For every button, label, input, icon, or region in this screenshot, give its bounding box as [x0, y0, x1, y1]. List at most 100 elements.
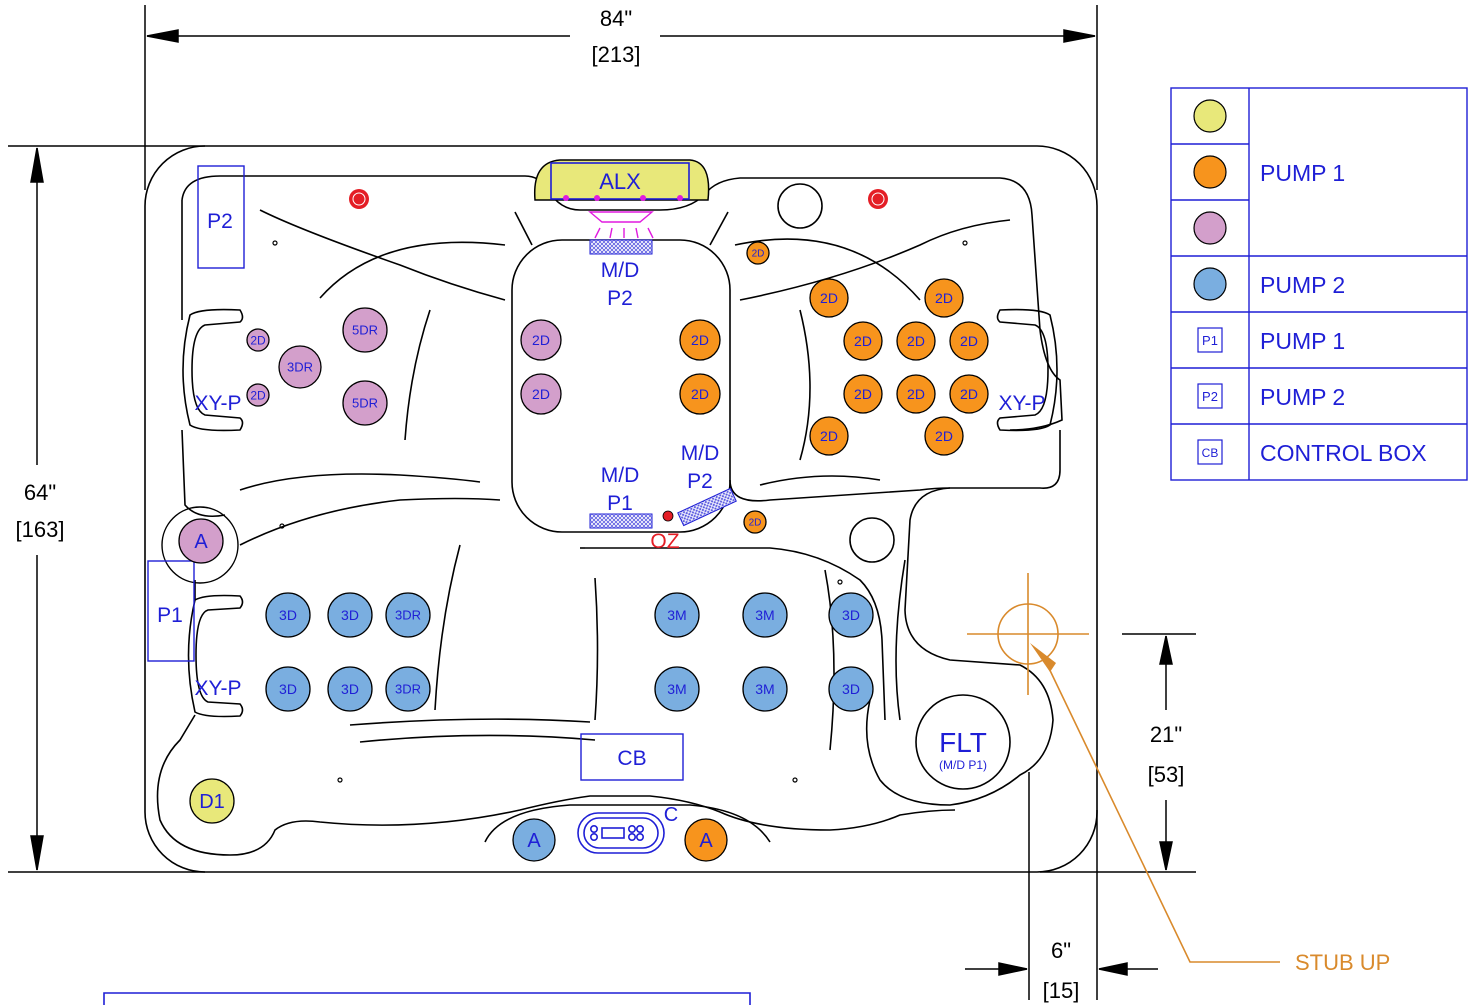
jet-circle: [809, 416, 849, 456]
jet-label: 5DR: [352, 396, 378, 411]
jet-circle: [896, 321, 936, 361]
p2-box-label: P2: [207, 210, 233, 233]
jet-j-l-2d-b: 2D: [246, 383, 270, 407]
ozone-jet: [662, 510, 674, 522]
cup-holder-top: [777, 183, 823, 229]
legend-p1-symbol: P1: [1202, 333, 1218, 348]
jet-circle: [178, 518, 224, 564]
stub-up-label: STUB UP: [1295, 950, 1390, 975]
armrest-right: [996, 308, 1058, 432]
jet-circle: [246, 328, 270, 352]
jet-circle: [746, 241, 770, 265]
jet-j-r-5: 2D: [949, 321, 989, 361]
jet-circle: [385, 666, 431, 712]
jet-j-l-5dr-a: 5DR: [342, 307, 388, 353]
jet-j-a-blue: A: [512, 818, 556, 862]
jet-j-b-3d-5: 3D: [828, 592, 874, 638]
jet-label: 3DR: [395, 608, 421, 623]
p1-box-label: P1: [157, 604, 183, 627]
jet-circle: [896, 374, 936, 414]
jet-label: 2D: [854, 333, 872, 349]
jet-j-b-3m-1: 3M: [654, 592, 700, 638]
stub-offset-cm: [53]: [1148, 762, 1185, 787]
jet-j-b-3dr-1: 3DR: [385, 592, 431, 638]
md-p2-top-label-1: M/D: [601, 259, 640, 282]
legend-orange-swatch: [1193, 155, 1227, 189]
md-p2-bottom-label-2: P2: [687, 470, 713, 493]
jet-label: 3M: [667, 607, 686, 623]
jet-label: 2D: [250, 333, 266, 347]
control-panel-label: C: [664, 804, 678, 826]
jet-circle: [654, 666, 700, 712]
alx-label: ALX: [599, 169, 641, 194]
control-box: [580, 733, 684, 781]
jet-j-r-7: 2D: [896, 374, 936, 414]
jet-j-2d-mid: 2D: [743, 510, 767, 534]
jet-label: 2D: [749, 518, 762, 529]
jet-circle: [520, 373, 562, 415]
jet-label: 2D: [250, 388, 266, 402]
jet-circle: [843, 374, 883, 414]
width-inches: 84": [600, 6, 632, 31]
jet-label: 2D: [532, 386, 550, 402]
filter: [915, 694, 1011, 790]
jet-label: 2D: [960, 386, 978, 402]
height-cm: [163]: [16, 517, 65, 542]
jet-circle: [949, 321, 989, 361]
jet-label: 2D: [935, 428, 953, 444]
jet-label: 3D: [279, 681, 297, 697]
jet-label: 2D: [752, 249, 765, 260]
jet-label: A: [527, 830, 541, 852]
light-left: [349, 189, 369, 209]
jet-j-r-10: 2D: [924, 416, 964, 456]
jet-j-r-3: 2D: [843, 321, 883, 361]
jet-label: 3D: [842, 607, 860, 623]
stub-side-inches: 6": [1051, 938, 1071, 963]
jet-j-c-2d-ob: 2D: [679, 373, 721, 415]
xyp-right-label: XY-P: [998, 392, 1045, 415]
jet-j-a-orange: A: [684, 818, 728, 862]
legend-pump1-label: PUMP 1: [1260, 160, 1345, 186]
legend-blue-swatch: [1193, 267, 1227, 301]
legend-p2-symbol: P2: [1202, 389, 1218, 404]
md-p2-bottom-label-1: M/D: [681, 442, 720, 465]
jet-circle: [265, 666, 311, 712]
p2-box: [197, 165, 245, 269]
jet-label: 2D: [820, 290, 838, 306]
jet-circle: [520, 319, 562, 361]
jet-circle: [278, 345, 322, 389]
jet-circle: [385, 592, 431, 638]
stub-up-marker: [967, 573, 1280, 963]
jet-circle: [189, 778, 235, 824]
jet-label: 2D: [907, 386, 925, 402]
jet-label: 3D: [341, 607, 359, 623]
jet-j-l-3dr: 3DR: [278, 345, 322, 389]
ozone-label: OZ: [650, 530, 679, 553]
legend-purple-swatch: [1193, 211, 1227, 245]
md-p1-label-1: M/D: [601, 464, 640, 487]
jet-circle: [924, 416, 964, 456]
jet-j-b-3d-6: 3D: [828, 666, 874, 712]
jet-j-r-6: 2D: [843, 374, 883, 414]
notes-frame: [103, 992, 751, 1005]
jet-j-l-5dr-b: 5DR: [342, 380, 388, 426]
jet-circle: [512, 818, 556, 862]
jet-circle: [742, 666, 788, 712]
jet-label: 2D: [907, 333, 925, 349]
legend-p1-box: [1197, 327, 1223, 353]
jet-j-a-purple: A: [178, 518, 224, 564]
legend: [1170, 87, 1468, 481]
armrest-left-bottom: [187, 594, 244, 718]
jet-circle: [828, 666, 874, 712]
jet-circle: [265, 592, 311, 638]
jet-j-b-3d-4: 3D: [327, 666, 373, 712]
jet-label: 3DR: [395, 682, 421, 697]
dimension-stub-offset: [1040, 633, 1196, 873]
jet-circle: [679, 373, 721, 415]
jet-j-b-3m-3: 3M: [654, 666, 700, 712]
xyp-left-top-label: XY-P: [194, 392, 241, 415]
jet-j-c-2d-pb: 2D: [520, 373, 562, 415]
jet-label: 3D: [842, 681, 860, 697]
